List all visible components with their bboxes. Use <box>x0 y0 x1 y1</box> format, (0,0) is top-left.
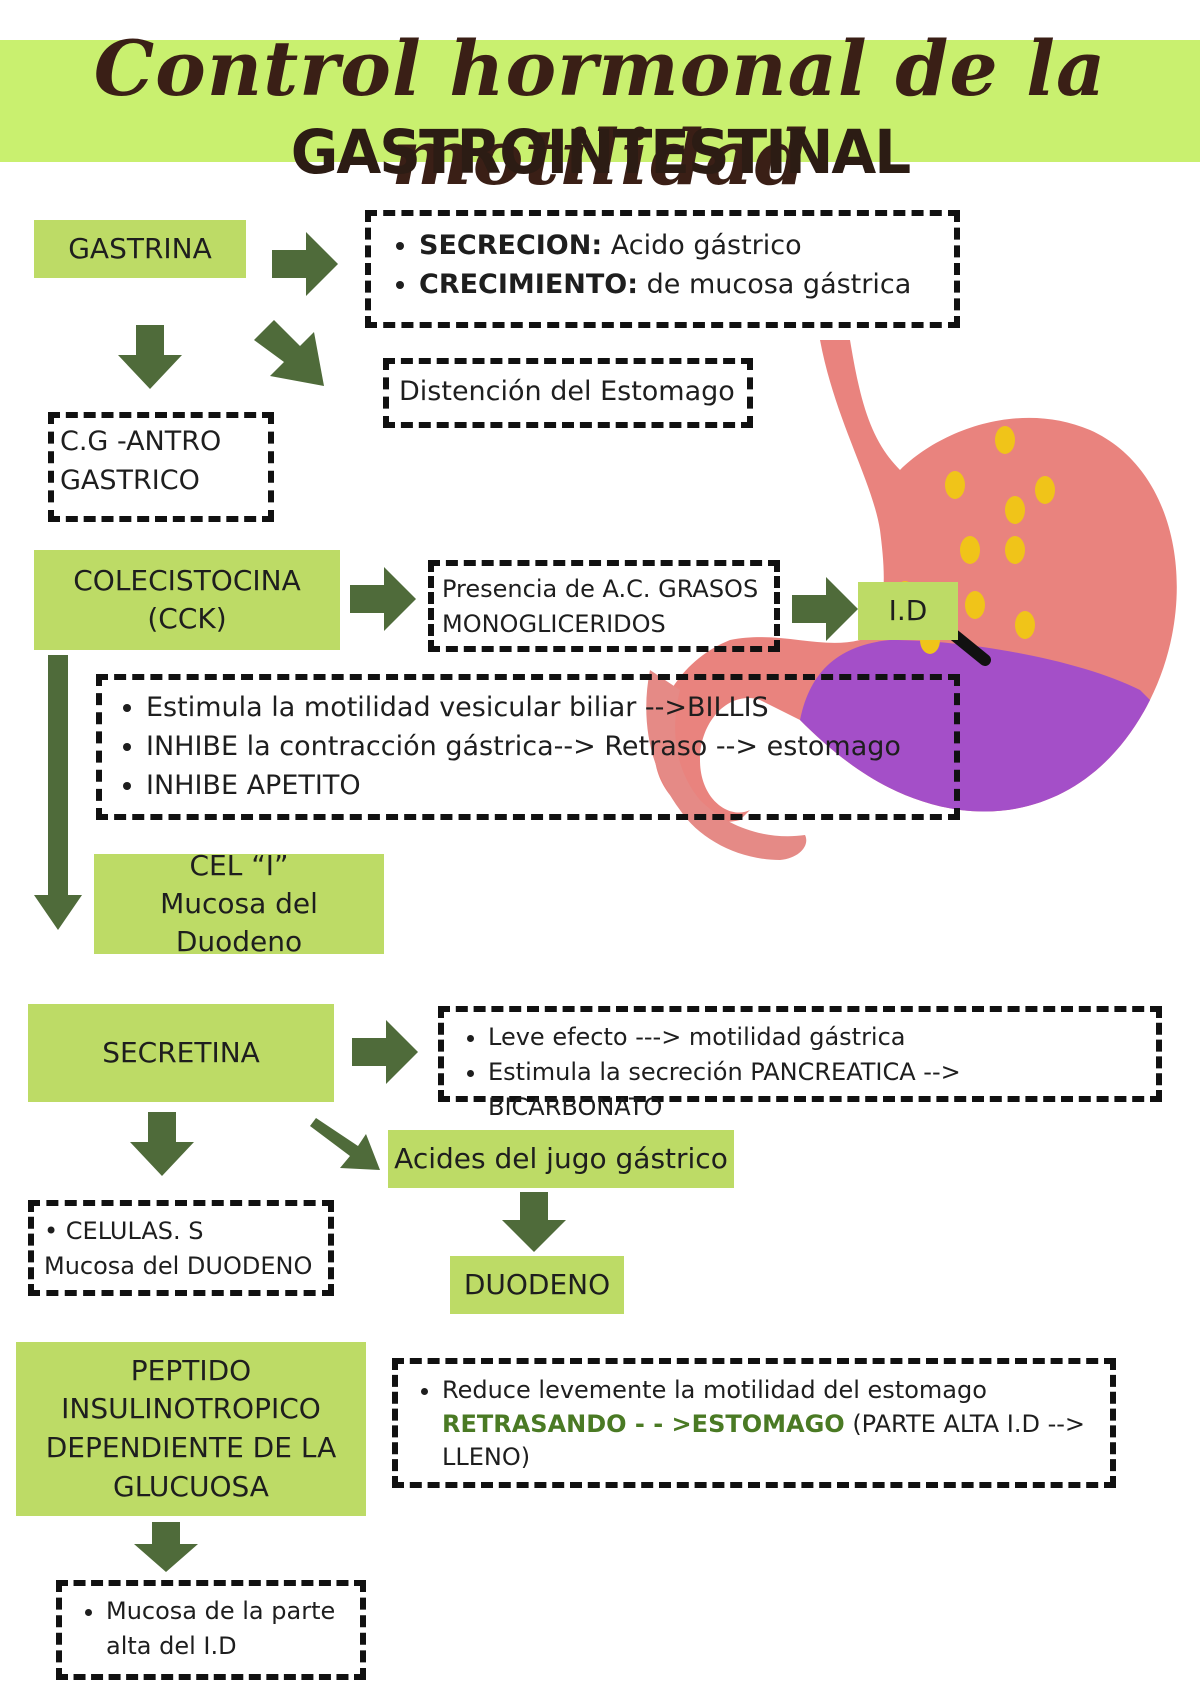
arrow-right-icon <box>350 567 416 631</box>
gastrina-source-line2: GASTRICO <box>60 465 200 497</box>
gastrina-stimulus: Distención del Estomago <box>399 376 735 407</box>
gastrina-source-box: C.G -ANTRO GASTRICO <box>48 412 274 522</box>
gip-effect-highlight: RETRASANDO - - >ESTOMAGO <box>442 1409 845 1438</box>
arrow-down-icon <box>502 1192 566 1252</box>
secretina-effect-1: Leve efecto ---> motilidad gástrica <box>488 1020 1142 1055</box>
cck-target-box: I.D <box>858 582 958 640</box>
secretina-box: SECRETINA <box>28 1004 334 1102</box>
secretina-label: SECRETINA <box>102 1036 260 1070</box>
arrow-right-icon <box>792 577 858 641</box>
gip-source: Mucosa de la parte alta del I.D <box>106 1594 346 1664</box>
cck-effects-box: Estimula la motilidad vesicular biliar -… <box>96 674 960 820</box>
gastrina-effect-crecimiento: CRECIMIENTO: de mucosa gástrica <box>419 265 936 304</box>
cck-stimulus-line2: MONOGLICERIDOS <box>442 609 666 638</box>
secretina-stimulus: Acides del jugo gástrico <box>394 1142 728 1176</box>
cck-effect-3: INHIBE APETITO <box>146 766 940 805</box>
cck-stimulus-box: Presencia de A.C. GRASOS MONOGLICERIDOS <box>428 560 780 652</box>
title-banner <box>0 40 1200 162</box>
gip-source-box: Mucosa de la parte alta del I.D <box>56 1580 366 1680</box>
cck-label-line2: (CCK) <box>147 602 227 635</box>
gip-label-line2: INSULINOTROPICO <box>61 1392 321 1426</box>
gip-label-line4: GLUCUOSA <box>113 1469 269 1503</box>
secretina-effects-box: Leve efecto ---> motilidad gástrica Esti… <box>438 1006 1162 1121</box>
duodeno-label: DUODENO <box>463 1268 611 1302</box>
cck-source-line2: Mucosa del Duodeno <box>160 887 318 958</box>
secretina-source-line1: • CELULAS. S <box>44 1217 204 1245</box>
secretina-source-line2: Mucosa del DUODENO <box>44 1251 313 1280</box>
secretina-source-box: • CELULAS. S Mucosa del DUODENO <box>28 1200 334 1296</box>
gastrina-effect-secrecion: SECRECION: Acido gástrico <box>419 226 936 265</box>
arrow-down-icon <box>134 1522 198 1572</box>
secretina-effect-2: Estimula la secreción PANCREATICA --> BI… <box>488 1055 1142 1125</box>
arrow-down-icon <box>118 325 182 389</box>
gastrina-effects-box: SECRECION: Acido gástrico CRECIMIENTO: d… <box>365 210 960 328</box>
title-bold: GASTROINTESTINAL <box>290 116 911 188</box>
arrow-diagonal-icon <box>254 320 324 386</box>
cck-stimulus-line1: Presencia de A.C. GRASOS <box>442 575 759 603</box>
gip-box: PEPTIDO INSULINOTROPICO DEPENDIENTE DE L… <box>16 1342 366 1516</box>
arrow-down-long-icon <box>34 655 82 930</box>
gastrina-label: GASTRINA <box>68 232 212 266</box>
gastrina-box: GASTRINA <box>34 220 246 278</box>
arrow-right-icon <box>272 232 338 296</box>
title-script: Control hormonal de la motilidad <box>93 24 1107 202</box>
arrow-diagonal-icon <box>310 1118 380 1170</box>
cck-box: COLECISTOCINA (CCK) <box>34 550 340 650</box>
gastrina-stimulus-box: Distención del Estomago <box>383 358 753 428</box>
gip-label-line3: DEPENDIENTE DE LA <box>45 1431 337 1464</box>
cck-source-line1: CEL “I” <box>189 849 289 883</box>
cck-source-box: CEL “I” Mucosa del Duodeno <box>94 849 384 958</box>
gip-effect: Reduce levemente la motilidad del estoma… <box>442 1374 1096 1475</box>
arrow-down-icon <box>130 1112 194 1176</box>
cck-label-line1: COLECISTOCINA <box>73 564 301 598</box>
gastrina-source-line1: C.G -ANTRO <box>60 426 222 457</box>
cck-effect-2: INHIBE la contracción gástrica--> Retras… <box>146 727 940 766</box>
duodeno-box: DUODENO <box>450 1256 624 1314</box>
cck-target: I.D <box>888 594 928 628</box>
gip-label-line1: PEPTIDO <box>130 1353 252 1387</box>
gip-effects-box: Reduce levemente la motilidad del estoma… <box>392 1358 1116 1488</box>
arrow-right-icon <box>352 1020 418 1084</box>
secretina-stimulus-box: Acides del jugo gástrico <box>388 1130 734 1188</box>
cck-effect-1: Estimula la motilidad vesicular biliar -… <box>146 688 940 727</box>
